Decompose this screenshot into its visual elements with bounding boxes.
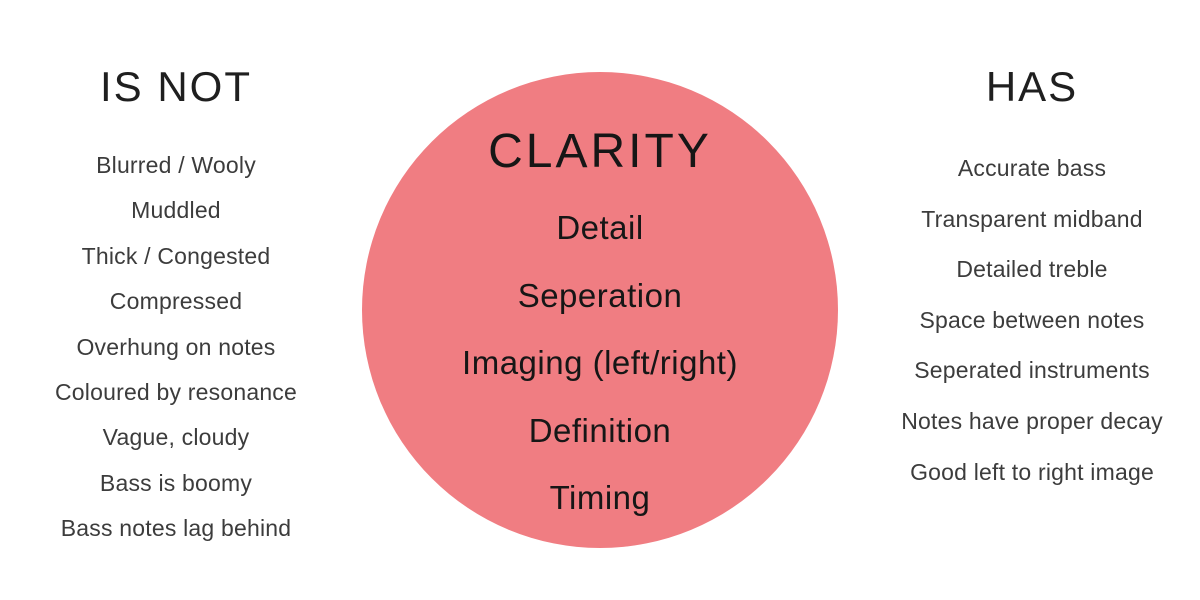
list-item: Muddled: [131, 197, 221, 224]
clarity-circle: CLARITY Detail Seperation Imaging (left/…: [362, 72, 838, 548]
list-item: Compressed: [109, 288, 243, 315]
list-item: Space between notes: [919, 306, 1145, 333]
has-list: Accurate bass Transparent midband Detail…: [872, 143, 1192, 497]
is-not-title: IS NOT: [99, 63, 252, 110]
list-item: Bass is boomy: [99, 469, 253, 496]
list-item: Good left to right image: [910, 458, 1154, 485]
clarity-circle-title: CLARITY: [488, 125, 712, 178]
circle-item: Imaging (left/right): [462, 344, 738, 381]
circle-item: Detail: [556, 209, 644, 246]
list-item: Notes have proper decay: [901, 407, 1163, 434]
is-not-list: Blurred / Wooly Muddled Thick / Congeste…: [16, 143, 336, 552]
list-item: Overhung on notes: [76, 333, 276, 360]
circle-item: Definition: [528, 411, 672, 449]
list-item: Coloured by resonance: [54, 379, 298, 406]
list-item: Accurate bass: [957, 155, 1107, 181]
list-item: Seperated instruments: [914, 357, 1150, 384]
list-item: Vague, cloudy: [102, 424, 250, 451]
list-item: Blurred / Wooly: [96, 152, 256, 178]
list-item: Thick / Congested: [81, 242, 271, 269]
list-item: Transparent midband: [921, 205, 1143, 232]
list-item: Detailed treble: [956, 256, 1108, 283]
circle-item: Timing: [549, 479, 651, 516]
circle-item: Seperation: [517, 276, 683, 314]
has-title: HAS: [985, 63, 1079, 110]
clarity-circle-items: Detail Seperation Imaging (left/right) D…: [362, 194, 838, 532]
list-item: Bass notes lag behind: [60, 515, 292, 542]
